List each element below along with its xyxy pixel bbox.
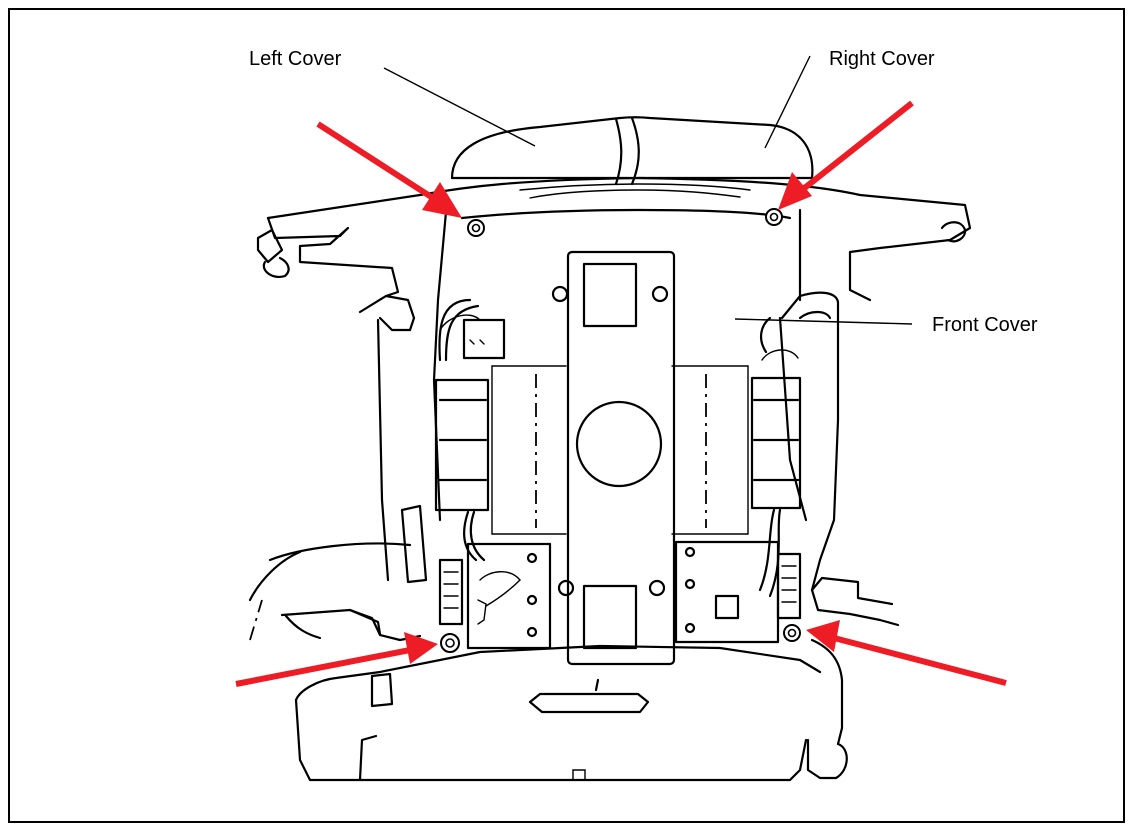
device-drawing xyxy=(248,116,972,782)
left-cover-label: Left Cover xyxy=(249,48,342,70)
front-cover-left xyxy=(248,294,428,642)
right-board xyxy=(674,540,802,644)
front-cover-right xyxy=(778,291,900,780)
front-cover-leader xyxy=(734,318,913,325)
screw-icon xyxy=(783,624,801,642)
right-spool xyxy=(750,349,802,510)
wiring xyxy=(438,298,782,598)
callouts: Left Cover Right Cover Front Cover xyxy=(249,48,1038,336)
inner-frame xyxy=(491,250,749,666)
red-arrow-icon xyxy=(316,121,462,218)
red-arrow-icon xyxy=(806,620,1007,686)
top-covers xyxy=(450,116,814,199)
screw-arrows xyxy=(235,100,1007,687)
screws xyxy=(440,208,801,653)
front-cover-label: Front Cover xyxy=(932,314,1038,336)
red-arrow-icon xyxy=(778,100,914,210)
base xyxy=(249,599,822,782)
red-arrow-icon xyxy=(235,632,438,687)
left-spool xyxy=(434,314,506,512)
left-cover-leader xyxy=(383,67,536,147)
rear-housing xyxy=(256,176,972,522)
right-cover-leader xyxy=(764,55,811,149)
screw-icon xyxy=(467,219,485,237)
screw-icon xyxy=(765,208,783,226)
right-cover-label: Right Cover xyxy=(829,48,935,70)
screw-icon xyxy=(440,633,460,653)
diagram-border xyxy=(8,8,1125,823)
left-board xyxy=(438,542,552,650)
